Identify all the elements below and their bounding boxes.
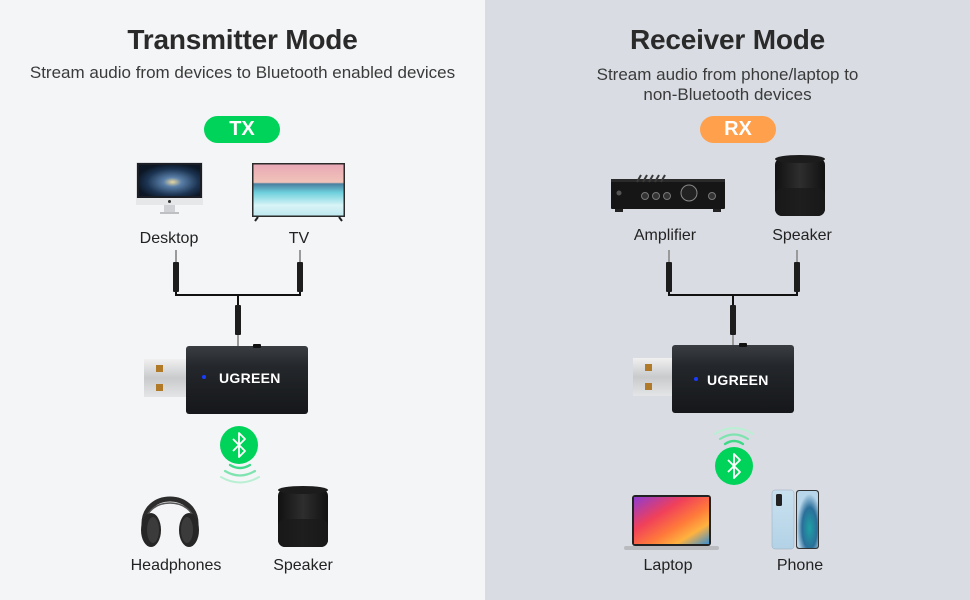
transmitter-panel: Transmitter Mode Stream audio from devic… [0,0,485,600]
signal-waves-icon [220,463,260,484]
bluetooth-icon [220,426,258,464]
source-label-desktop: Desktop [139,230,199,247]
source-label-phone: Phone [776,557,824,574]
bluetooth-adapter-icon [144,344,308,414]
target-label-headphones: Headphones [130,557,222,574]
receiver-panel: Receiver Mode Stream audio from phone/la… [485,0,970,600]
headphones-icon [141,496,199,547]
status-led [694,377,698,381]
tx-badge: TX [204,116,280,143]
speaker-icon [775,155,825,216]
transmitter-subtitle: Stream audio from devices to Bluetooth e… [29,63,456,82]
source-label-tv: TV [288,230,310,247]
output-label-speaker: Speaker [772,227,832,244]
signal-waves-icon [714,427,754,446]
receiver-subtitle-line1: Stream audio from phone/laptop to [596,65,859,84]
bluetooth-icon [715,447,753,485]
receiver-title: Receiver Mode [629,24,826,55]
speaker-icon [278,486,328,547]
status-led [202,375,206,379]
source-label-laptop: Laptop [643,557,693,574]
amplifier-icon [611,174,725,212]
receiver-subtitle-line2: non-Bluetooth devices [643,85,812,104]
tv-icon [252,163,345,222]
y-cable-icon [666,250,800,347]
transmitter-title: Transmitter Mode [127,24,358,55]
phone-icon [771,489,819,550]
laptop-icon [624,495,719,550]
desktop-icon [136,162,203,214]
bluetooth-adapter-icon [633,343,794,413]
output-label-amplifier: Amplifier [633,227,697,244]
y-cable-icon [173,250,303,347]
rx-badge: RX [700,116,776,143]
adapter-brand: UGREEN [707,372,769,388]
target-label-speaker: Speaker [273,557,333,574]
adapter-brand: UGREEN [219,370,281,386]
